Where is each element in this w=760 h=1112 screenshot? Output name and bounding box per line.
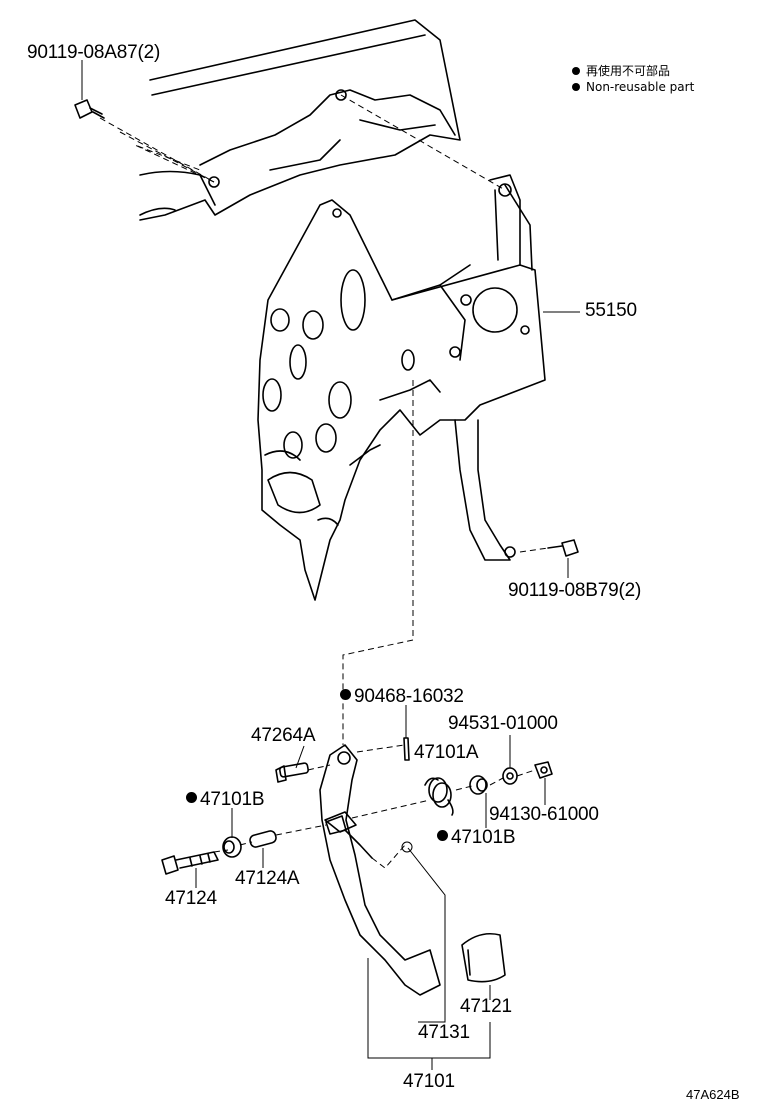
label-collar-pivot[interactable]: 47124A <box>235 868 300 889</box>
legend-en-text: Non-reusable part <box>586 80 695 94</box>
spring-drawing <box>424 777 454 816</box>
label-bolt-pivot[interactable]: 47124 <box>165 888 217 909</box>
label-collar-a[interactable]: 47101A <box>414 742 479 763</box>
legend-en: Non-reusable part <box>572 80 694 94</box>
shaft-47264a <box>275 762 309 783</box>
pin-drawing <box>403 737 410 761</box>
label-pin-text: 90468-16032 <box>354 686 464 707</box>
non-reusable-dot-icon <box>437 830 448 842</box>
non-reusable-dot-icon <box>572 82 580 91</box>
pedal-pad-drawing <box>461 932 506 983</box>
label-bushing-right-text: 47101B <box>451 827 516 848</box>
bolt-pivot-drawing <box>161 851 219 875</box>
dashed-guides <box>99 94 549 869</box>
leader-lines <box>81 60 580 1070</box>
label-bolt-bracket[interactable]: 90119-08B79(2) <box>508 580 642 601</box>
body-panel <box>139 19 461 221</box>
label-pin[interactable]: 90468-16032 <box>340 686 464 708</box>
non-reusable-dot-icon <box>340 689 351 701</box>
label-shaft-a[interactable]: 47264A <box>251 725 316 746</box>
label-bushing-left[interactable]: 47101B <box>186 789 265 811</box>
nut-drawing <box>534 761 553 779</box>
bushing-left-drawing <box>222 836 242 858</box>
label-pedal-arm[interactable]: 47131 <box>418 1022 470 1043</box>
bolt-right <box>547 539 579 557</box>
non-reusable-dot-icon <box>186 792 197 804</box>
label-bracket[interactable]: 55150 <box>585 300 637 321</box>
washer-drawing <box>502 767 518 785</box>
pedal-bracket <box>257 174 546 601</box>
bolt-top-left <box>74 99 105 119</box>
non-reusable-dot-icon <box>572 66 580 75</box>
label-washer[interactable]: 94531-01000 <box>448 713 558 734</box>
label-bushing-left-text: 47101B <box>200 789 265 810</box>
legend-jp: 再使用不可部品 <box>572 62 670 79</box>
pedal-arm-drawing <box>319 744 441 996</box>
legend-jp-text: 再使用不可部品 <box>586 64 671 78</box>
label-pedal-assy[interactable]: 47101 <box>403 1071 455 1092</box>
figure-code: 47A624B <box>686 1087 740 1102</box>
label-bolt-top[interactable]: 90119-08A87(2) <box>27 42 161 63</box>
collar-pivot-drawing <box>249 830 277 848</box>
bushing-right-drawing <box>469 775 488 795</box>
collar-arm-drawing <box>325 815 347 835</box>
label-bushing-right[interactable]: 47101B <box>437 827 516 849</box>
label-pedal-pad[interactable]: 47121 <box>460 996 512 1017</box>
label-nut[interactable]: 94130-61000 <box>489 804 599 825</box>
